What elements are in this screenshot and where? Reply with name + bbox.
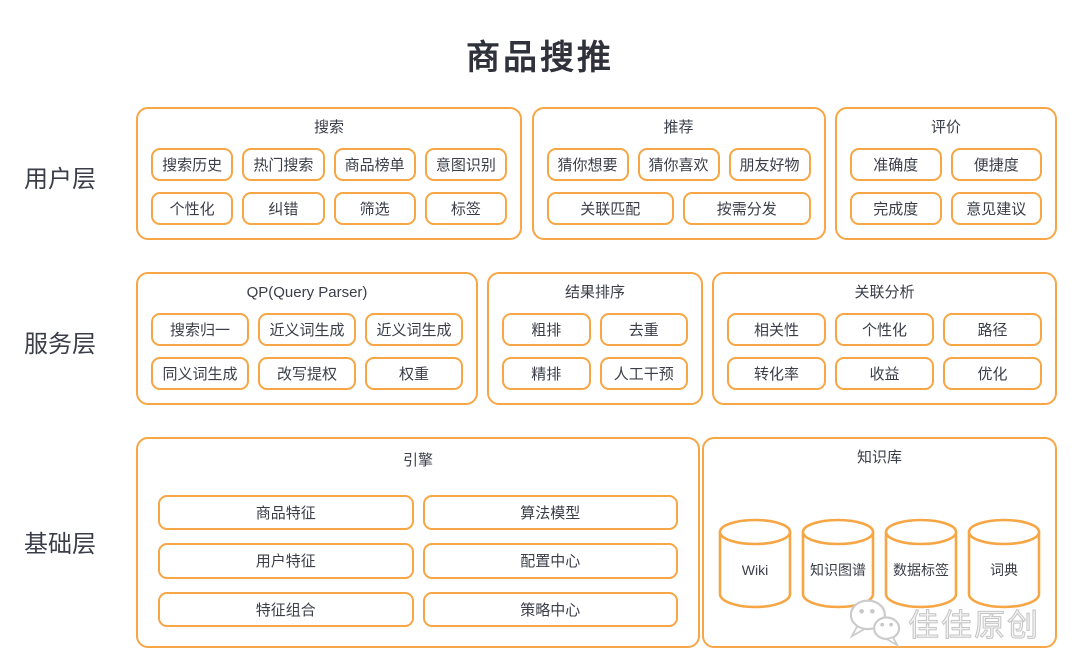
panel-evaluation: 评价 准确度 便捷度 完成度 意见建议 bbox=[835, 107, 1057, 240]
node-row: 个性化 纠错 筛选 标签 bbox=[151, 192, 507, 225]
database-label: 数据标签 bbox=[893, 562, 949, 579]
diagram-node: 完成度 bbox=[850, 192, 942, 225]
diagram-node: 商品特征 bbox=[158, 495, 414, 531]
panel-recommend: 推荐 猜你想要 猜你喜欢 朋友好物 关联匹配 按需分发 bbox=[531, 107, 826, 240]
panel-ranking: 结果排序 粗排 去重 精排 人工干预 bbox=[487, 272, 703, 405]
diagram-node: 关联匹配 bbox=[546, 192, 674, 225]
diagram-node: 搜索历史 bbox=[151, 148, 234, 181]
diagram-node: 猜你想要 bbox=[546, 148, 629, 181]
panel-search-items: 搜索历史 热门搜索 商品榜单 意图识别 个性化 纠错 筛选 标签 bbox=[151, 148, 507, 225]
panel-search-title: 搜索 bbox=[313, 119, 344, 136]
diagram-node: 策略中心 bbox=[422, 591, 678, 627]
panel-evaluation-items: 准确度 便捷度 完成度 意见建议 bbox=[850, 148, 1042, 225]
panel-ranking-title: 结果排序 bbox=[564, 284, 625, 301]
node-row: 同义词生成 改写提权 权重 bbox=[151, 357, 463, 390]
diagram-node: 收益 bbox=[835, 357, 934, 390]
diagram-node: 用户特征 bbox=[158, 543, 414, 579]
diagram-node: 路径 bbox=[943, 313, 1042, 346]
layer-label-service: 服务层 bbox=[24, 331, 96, 358]
node-row: 搜索历史 热门搜索 商品榜单 意图识别 bbox=[151, 148, 507, 181]
database-cylinder-icon bbox=[801, 518, 875, 609]
diagram-node: 去重 bbox=[599, 313, 688, 346]
node-row: 转化率 收益 优化 bbox=[727, 357, 1042, 390]
diagram-node: 配置中心 bbox=[422, 543, 678, 579]
panel-evaluation-title: 评价 bbox=[930, 119, 961, 136]
diagram-node: 近义词生成 bbox=[365, 313, 463, 346]
diagram-node: 特征组合 bbox=[158, 591, 414, 627]
base-layer-row: 引擎 商品特征 算法模型 用户特征 配置中心 特征组合 策略中心 知识库 bbox=[136, 437, 1057, 648]
diagram-node: 商品榜单 bbox=[333, 148, 416, 181]
diagram-node: 按需分发 bbox=[683, 192, 811, 225]
panel-ranking-items: 粗排 去重 精排 人工干预 bbox=[502, 313, 688, 390]
diagram-node: 近义词生成 bbox=[258, 313, 356, 346]
node-row: 关联匹配 按需分发 bbox=[546, 192, 811, 225]
panel-search: 搜索 搜索历史 热门搜索 商品榜单 意图识别 个性化 纠错 筛选 标签 bbox=[136, 107, 522, 240]
watermark-text: 佳佳原创 bbox=[908, 607, 1040, 643]
diagram-node: 转化率 bbox=[727, 357, 826, 390]
node-row: 相关性 个性化 路径 bbox=[727, 313, 1042, 346]
panel-qp: QP(Query Parser) 搜索归一 近义词生成 近义词生成 同义词生成 … bbox=[136, 272, 478, 405]
diagram-node: 纠错 bbox=[242, 192, 325, 225]
database-cylinder: Wiki bbox=[717, 518, 793, 610]
user-layer-row: 搜索 搜索历史 热门搜索 商品榜单 意图识别 个性化 纠错 筛选 标签 推荐 bbox=[136, 107, 1057, 240]
diagram-node: 相关性 bbox=[727, 313, 826, 346]
panel-knowledge-base-title: 知识库 bbox=[856, 449, 902, 466]
panel-association-title: 关联分析 bbox=[854, 284, 915, 301]
panel-qp-items: 搜索归一 近义词生成 近义词生成 同义词生成 改写提权 权重 bbox=[151, 313, 463, 390]
diagram-node: 权重 bbox=[365, 357, 463, 390]
diagram-node: 改写提权 bbox=[258, 357, 356, 390]
node-row: 特征组合 策略中心 bbox=[158, 591, 678, 627]
diagram-node: 意图识别 bbox=[424, 148, 507, 181]
panel-engine-items: 商品特征 算法模型 用户特征 配置中心 特征组合 策略中心 bbox=[158, 495, 678, 627]
node-row: 猜你想要 猜你喜欢 朋友好物 bbox=[546, 148, 811, 181]
panel-association: 关联分析 相关性 个性化 路径 转化率 收益 优化 bbox=[712, 272, 1057, 405]
database-cylinder-icon bbox=[884, 518, 958, 609]
service-layer-row: QP(Query Parser) 搜索归一 近义词生成 近义词生成 同义词生成 … bbox=[136, 272, 1057, 405]
panel-engine-title: 引擎 bbox=[402, 452, 433, 469]
wechat-icon bbox=[849, 599, 901, 647]
diagram-node: 朋友好物 bbox=[728, 148, 811, 181]
panel-recommend-title: 推荐 bbox=[663, 119, 694, 136]
node-row: 准确度 便捷度 bbox=[850, 148, 1042, 181]
diagram-node: 个性化 bbox=[835, 313, 934, 346]
layer-label-user: 用户层 bbox=[24, 166, 96, 193]
diagram-node: 精排 bbox=[502, 357, 591, 390]
diagram-node: 粗排 bbox=[502, 313, 591, 346]
node-row: 用户特征 配置中心 bbox=[158, 543, 678, 579]
panel-recommend-items: 猜你想要 猜你喜欢 朋友好物 关联匹配 按需分发 bbox=[546, 148, 811, 225]
diagram-node: 人工干预 bbox=[599, 357, 688, 390]
watermark: 佳佳原创 bbox=[846, 597, 1040, 647]
node-row: 搜索归一 近义词生成 近义词生成 bbox=[151, 313, 463, 346]
diagram-node: 算法模型 bbox=[422, 495, 678, 531]
layer-label-base: 基础层 bbox=[24, 531, 96, 558]
panel-association-items: 相关性 个性化 路径 转化率 收益 优化 bbox=[727, 313, 1042, 390]
page-title: 商品搜推 bbox=[466, 39, 614, 77]
diagram-node: 搜索归一 bbox=[151, 313, 249, 346]
diagram-node: 标签 bbox=[424, 192, 507, 225]
diagram-node: 优化 bbox=[943, 357, 1042, 390]
database-label: Wiki bbox=[741, 562, 769, 579]
diagram-node: 筛选 bbox=[333, 192, 416, 225]
diagram-node: 猜你喜欢 bbox=[637, 148, 720, 181]
node-row: 粗排 去重 bbox=[502, 313, 688, 346]
panel-qp-title: QP(Query Parser) bbox=[246, 284, 368, 301]
node-row: 精排 人工干预 bbox=[502, 357, 688, 390]
diagram-node: 意见建议 bbox=[950, 192, 1042, 225]
knowledge-base-databases: Wiki 知识图谱 数据标签 bbox=[717, 518, 1042, 610]
database-cylinder-icon bbox=[967, 518, 1041, 609]
diagram-node: 同义词生成 bbox=[151, 357, 249, 390]
diagram-node: 准确度 bbox=[850, 148, 942, 181]
database-label: 词典 bbox=[990, 562, 1018, 579]
node-row: 完成度 意见建议 bbox=[850, 192, 1042, 225]
diagram-node: 热门搜索 bbox=[242, 148, 325, 181]
database-cylinder: 数据标签 bbox=[883, 518, 959, 610]
database-cylinder: 词典 bbox=[966, 518, 1042, 610]
node-row: 商品特征 算法模型 bbox=[158, 495, 678, 531]
database-cylinder: 知识图谱 bbox=[800, 518, 876, 610]
diagram-node: 便捷度 bbox=[950, 148, 1042, 181]
panel-engine: 引擎 商品特征 算法模型 用户特征 配置中心 特征组合 策略中心 bbox=[136, 437, 700, 648]
diagram-node: 个性化 bbox=[151, 192, 234, 225]
database-cylinder-icon bbox=[718, 518, 792, 609]
database-label: 知识图谱 bbox=[810, 562, 866, 579]
